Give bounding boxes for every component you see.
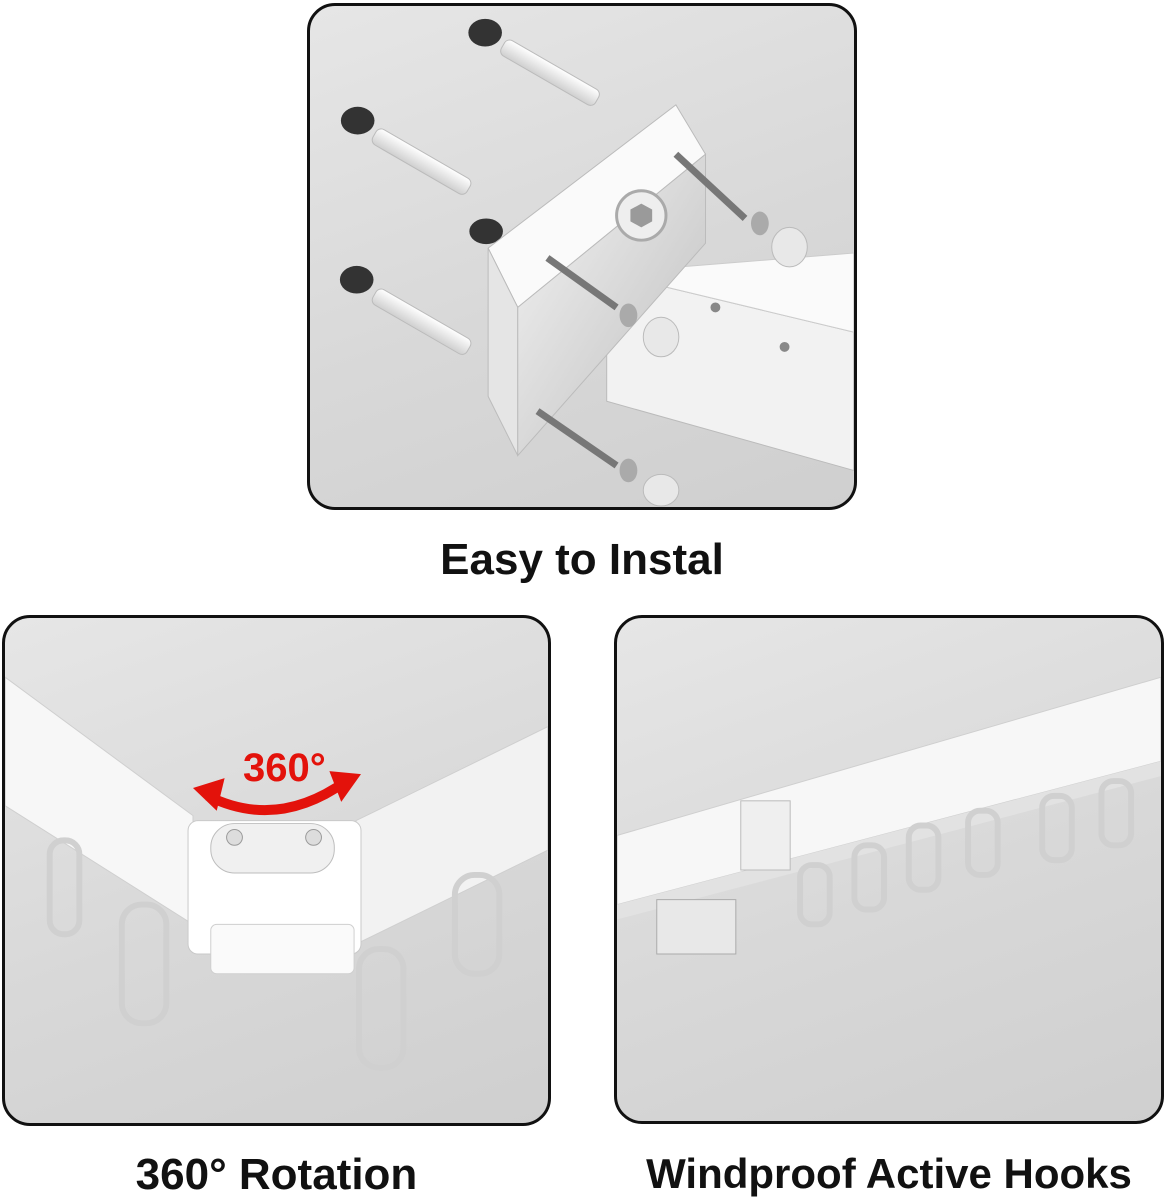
caption-windproof-active-hooks: Windproof Active Hooks: [646, 1150, 1132, 1197]
hook: [905, 822, 942, 893]
wall-hole: [468, 18, 502, 47]
rail-connector: [740, 800, 791, 871]
hooks-photo-panel: [614, 615, 1164, 1124]
rotation-photo-panel: 360°: [2, 615, 551, 1126]
caption-easy-to-install: Easy to Instal: [440, 535, 724, 584]
rotation-badge: 360°: [243, 746, 326, 790]
wall-hole: [469, 218, 503, 245]
wall-plug: [371, 128, 472, 195]
wall-plug: [500, 39, 600, 106]
wall-hole: [340, 106, 375, 135]
install-photo-panel: [307, 3, 857, 510]
hook: [356, 946, 407, 1071]
screw-cap: [771, 226, 808, 268]
hook: [118, 901, 170, 1027]
hook: [1039, 792, 1075, 864]
rotation-arrow: [205, 777, 350, 816]
hook: [851, 842, 888, 913]
screw-cap: [642, 316, 680, 358]
hook: [451, 871, 503, 977]
bracket-mounting-illustration: [339, 18, 854, 507]
hook: [1098, 778, 1135, 849]
screw: [545, 255, 638, 328]
screw: [535, 408, 638, 483]
wall-hole: [339, 265, 374, 294]
rail-left: [5, 676, 194, 926]
wall-plug: [371, 288, 472, 355]
rotation-joint: [187, 820, 362, 975]
hook: [965, 807, 1001, 878]
caption-360-rotation: 360° Rotation: [135, 1150, 418, 1199]
corner-joint-illustration: [5, 676, 548, 1071]
hook: [46, 837, 83, 938]
screw-cap: [642, 473, 680, 507]
rail-hooks-illustration: [617, 676, 1161, 955]
end-stopper: [656, 899, 737, 955]
hook: [797, 862, 833, 928]
screw: [673, 151, 769, 236]
